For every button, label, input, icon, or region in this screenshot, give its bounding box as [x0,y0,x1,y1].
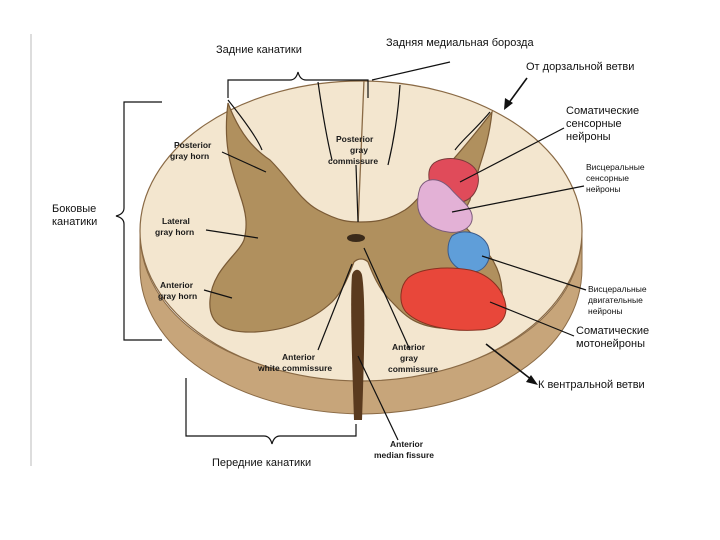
label-anterior-median-fissure: Anterior median fissure [374,439,434,460]
label-posterior-funiculi: Задние канатики [216,44,302,56]
leader-posterior-gray-commissure [355,164,359,223]
leader-somatic-sensory [459,127,565,183]
anterior-funiculi-bracket [185,378,357,445]
label-posterior-median-sulcus: Задняя медиальная борозда [386,37,534,49]
label-anterior-white-commissure: Anterior white commissure [257,352,332,373]
leader-visceral-sensory [451,185,585,213]
label-anterior-gray-commissure: Anterior gray commissure [388,342,438,374]
leader-anterior-gray-horn [203,289,233,299]
lateral-funiculi-bracket [115,101,162,341]
central-canal [347,234,365,242]
label-to-ventral-branch: К вентральной ветви [538,379,645,391]
leader-posterior-gray-horn [221,151,267,173]
leader-anterior-median-fissure [357,355,399,441]
label-anterior-funiculi: Передние канатики [212,457,311,469]
label-somatic-sensory: Соматические сенсорные нейроны [566,105,642,143]
label-from-dorsal-branch: От дорзальной ветви [526,61,634,73]
label-visceral-sensory: Висцеральные сенсорные нейроны [586,162,647,194]
anterior-median-fissure [351,269,365,420]
leader-somatic-motor [489,301,575,337]
posterior-column-lines [227,81,491,166]
leader-posterior-median-sulcus [371,61,451,81]
dorsal-branch-arrow [504,77,528,110]
label-somatic-motor: Соматические мотонейроны [576,325,652,350]
leader-anterior-white-commissure [317,263,353,351]
somatic-motor-nucleus [400,267,507,331]
label-posterior-gray-horn: Posterior gray horn [170,140,214,161]
label-lateral-funiculi: Боковые канатики [52,203,99,228]
label-lateral-gray-horn: Lateral gray horn [155,216,194,237]
leader-anterior-gray-commissure [363,247,411,351]
ventral-branch-arrow [485,343,538,385]
posterior-median-septum [357,79,365,227]
label-anterior-gray-horn: Anterior gray horn [158,280,197,301]
posterior-funiculi-bracket [227,71,369,98]
visceral-sensory-nucleus [417,179,473,233]
leader-visceral-motor [481,255,587,291]
leader-lateral-gray-horn [205,229,259,239]
label-visceral-motor: Висцеральные двигательные нейроны [588,284,649,316]
label-posterior-gray-commissure: Posterior gray commissure [328,134,378,166]
